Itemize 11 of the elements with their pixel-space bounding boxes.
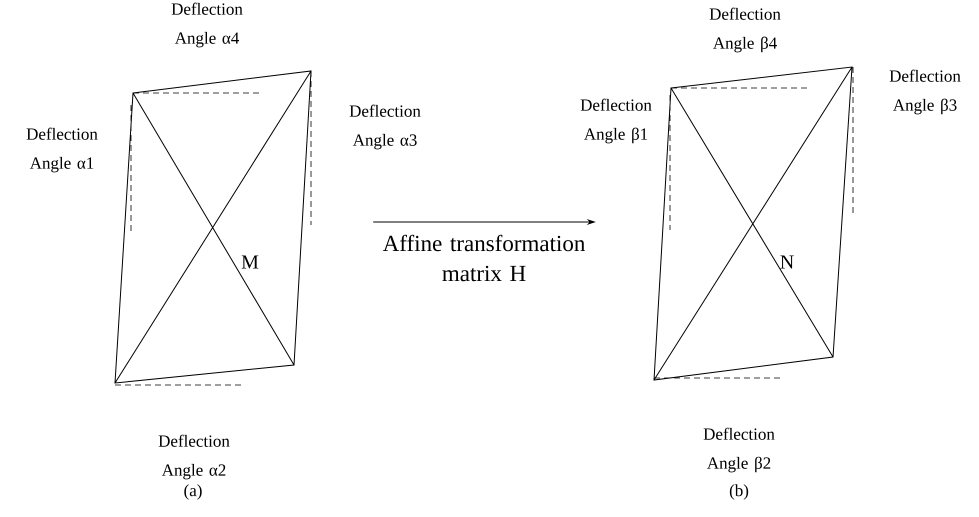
angle-label: Deflection Angle α2 (158, 434, 230, 480)
angle-label: Deflection Angle β2 (704, 428, 775, 472)
angle-label: (a) (184, 484, 202, 500)
vertex-letter: N (780, 255, 794, 269)
angle-label: (b) (730, 484, 748, 500)
vertex-letter: M (242, 255, 258, 269)
edge-label: Affine transformation matrix H (382, 234, 586, 282)
angle-label: Deflection Angle α4 (172, 2, 243, 48)
angle-label: Deflection Angle α1 (26, 128, 98, 172)
angle-label: Deflection Angle α3 (350, 104, 421, 150)
angle-label: Deflection Angle β3 (890, 70, 961, 114)
